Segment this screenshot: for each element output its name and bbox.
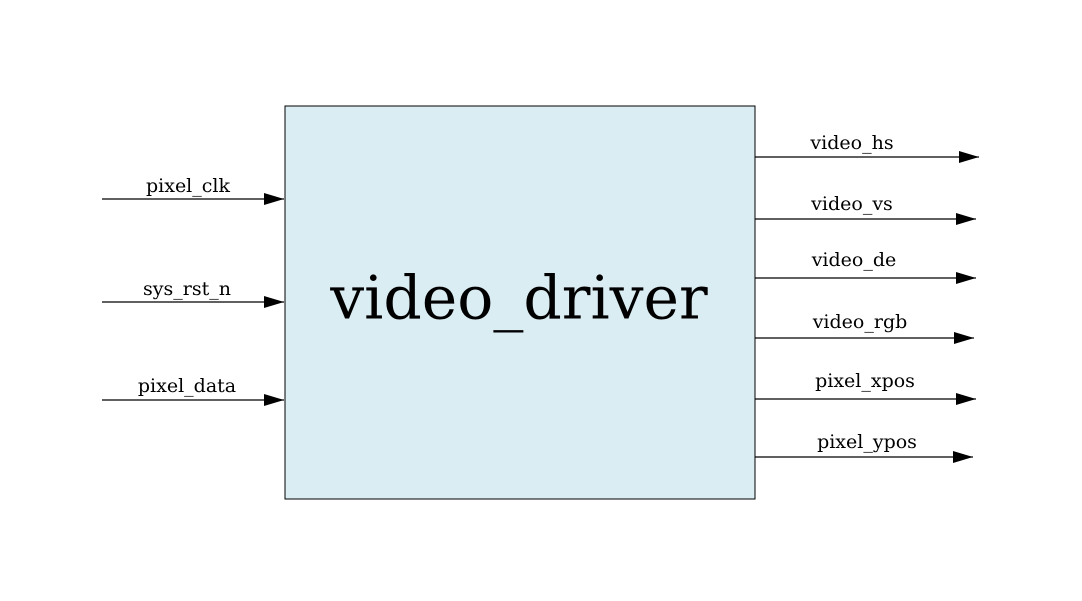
input-label: sys_rst_n — [143, 278, 231, 300]
input-label: pixel_clk — [146, 175, 230, 197]
output-signal-pixel-ypos: pixel_ypos — [755, 431, 973, 463]
output-label: video_rgb — [812, 311, 908, 333]
output-label: video_vs — [810, 193, 893, 215]
output-signal-pixel-xpos: pixel_xpos — [755, 370, 976, 405]
input-label: pixel_data — [138, 375, 236, 397]
output-label: pixel_xpos — [815, 370, 915, 392]
output-label: pixel_ypos — [817, 431, 917, 453]
module-name: video_driver — [329, 264, 708, 334]
input-signal-pixel-data: pixel_data — [102, 375, 284, 406]
input-signal-pixel-clk: pixel_clk — [102, 175, 284, 205]
output-signal-video-vs: video_vs — [755, 193, 976, 225]
module-block — [284, 105, 756, 500]
output-signal-video-rgb: video_rgb — [755, 311, 974, 344]
output-signal-video-hs: video_hs — [755, 132, 979, 163]
output-label: video_hs — [809, 132, 893, 154]
input-signal-sys-rst-n: sys_rst_n — [102, 278, 284, 308]
output-label: video_de — [811, 249, 897, 271]
output-signal-video-de: video_de — [755, 249, 976, 284]
